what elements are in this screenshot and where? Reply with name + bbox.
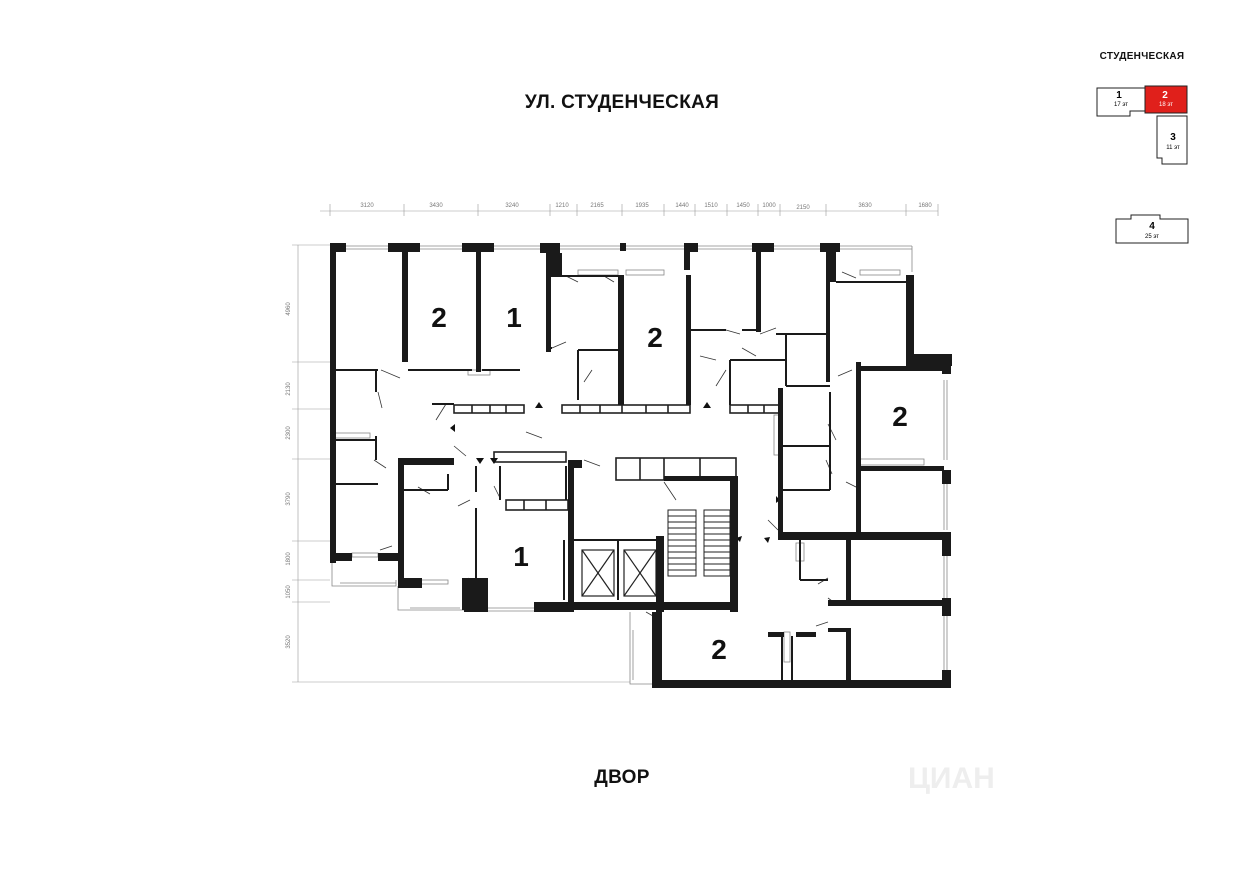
dim-top-label: 3120: [360, 203, 374, 209]
dim-top-label: 1935: [635, 203, 649, 209]
minimap-section-4-floors: 25 эт: [1145, 234, 1159, 240]
staircase: [667, 509, 731, 577]
top-dimension-labels: 3120 3430 3240 1210 2165 1935 1440 1510 …: [360, 203, 932, 211]
dim-top-label: 2165: [590, 203, 604, 209]
minimap-section-4[interactable]: [1115, 214, 1189, 244]
room-count-label[interactable]: 1: [506, 302, 522, 333]
walls: [330, 243, 952, 688]
dim-top-label: 1510: [704, 203, 718, 209]
dim-left-label: 3790: [286, 492, 292, 506]
entry-arrows: [450, 402, 780, 543]
left-dimension-labels: 4960 2130 2300 3790 1800 1050 3520: [286, 302, 292, 649]
minimap-caption: СТУДЕНЧЕСКАЯ: [1099, 51, 1185, 62]
dim-left-label: 3520: [286, 635, 292, 649]
dim-top-label: 1440: [675, 203, 689, 209]
partitions: [336, 275, 906, 680]
dim-top-label: 2150: [796, 205, 810, 211]
dim-top-label: 3630: [858, 203, 872, 209]
room-count-label[interactable]: 2: [711, 634, 727, 665]
minimap-section-3[interactable]: [1156, 115, 1188, 165]
minimap-section-3-floors: 11 эт: [1166, 145, 1180, 151]
minimap: 1 17 эт 2 18 эт 3 11 эт 4 25 эт: [1096, 85, 1189, 244]
windows: [331, 245, 948, 685]
room-labels: 2 1 2 2 1 2: [431, 302, 908, 665]
minimap-section-3-number: 3: [1170, 132, 1176, 143]
dim-top-label: 1210: [555, 203, 569, 209]
dim-left-label: 2300: [286, 426, 292, 440]
yard-title: ДВОР: [594, 767, 650, 788]
street-title: УЛ. СТУДЕНЧЕСКАЯ: [524, 92, 720, 113]
minimap-section-2-floors: 18 эт: [1159, 102, 1173, 108]
minimap-section-4-number: 4: [1149, 221, 1155, 232]
dim-top-label: 3240: [505, 203, 519, 209]
dim-top-label: 1000: [762, 203, 776, 209]
minimap-section-2[interactable]: [1144, 85, 1188, 114]
dim-left-label: 1800: [286, 552, 292, 566]
dim-left-label: 4960: [286, 302, 292, 316]
minimap-section-1-number: 1: [1116, 90, 1122, 101]
room-count-label[interactable]: 2: [647, 322, 663, 353]
minimap-section-2-number: 2: [1162, 90, 1168, 101]
room-count-label[interactable]: 2: [892, 401, 908, 432]
room-count-label[interactable]: 2: [431, 302, 447, 333]
dim-left-label: 2130: [286, 382, 292, 396]
minimap-section-1-floors: 17 эт: [1114, 102, 1128, 108]
room-count-label[interactable]: 1: [513, 541, 529, 572]
dim-top-label: 3430: [429, 203, 443, 209]
dim-top-label: 1680: [918, 203, 932, 209]
dimension-lines: [292, 204, 939, 683]
watermark: ЦИАН: [908, 762, 995, 795]
dim-left-label: 1050: [286, 585, 292, 599]
dim-top-label: 1450: [736, 203, 750, 209]
